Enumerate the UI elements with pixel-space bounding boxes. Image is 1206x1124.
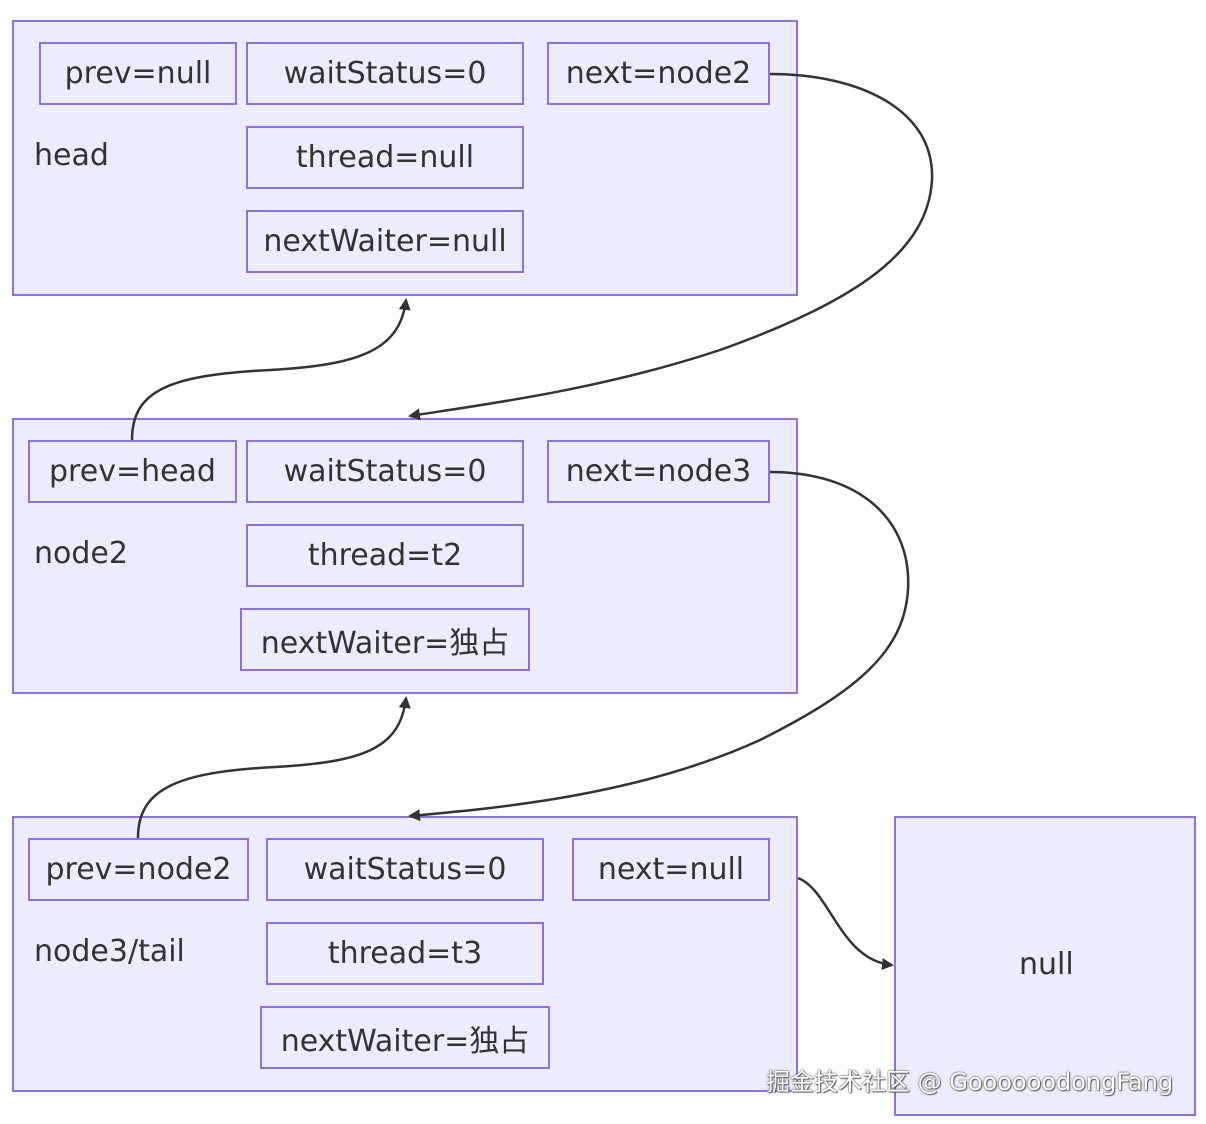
watermark: 掘金技术社区 @ GoooooodongFang xyxy=(766,1068,1174,1096)
node2-waitstatus-field: waitStatus=0 xyxy=(246,440,524,503)
null-node xyxy=(894,816,1196,1116)
node2-prev-field: prev=head xyxy=(28,440,237,503)
node3-thread-field: thread=t3 xyxy=(266,922,544,985)
head-prev-field: prev=null xyxy=(39,42,237,105)
node2-nextwaiter-field: nextWaiter=独占 xyxy=(240,608,530,671)
head-nextwaiter-field: nextWaiter=null xyxy=(246,210,524,273)
node3-nextwaiter-field: nextWaiter=独占 xyxy=(260,1006,550,1069)
node2-next-field: next=node3 xyxy=(547,440,770,503)
node3-label: node3/tail xyxy=(34,934,185,969)
null-node-label: null xyxy=(1019,947,1074,982)
head-node-label: head xyxy=(34,138,109,173)
edge-node3-next-to-null xyxy=(797,876,894,971)
head-thread-field: thread=null xyxy=(246,126,524,189)
node3-next-field: next=null xyxy=(572,838,770,901)
node2-thread-field: thread=t2 xyxy=(246,524,524,587)
node2-label: node2 xyxy=(34,536,128,571)
node3-prev-field: prev=node2 xyxy=(28,838,249,901)
head-next-field: next=node2 xyxy=(547,42,770,105)
node3-waitstatus-field: waitStatus=0 xyxy=(266,838,544,901)
head-waitstatus-field: waitStatus=0 xyxy=(246,42,524,105)
